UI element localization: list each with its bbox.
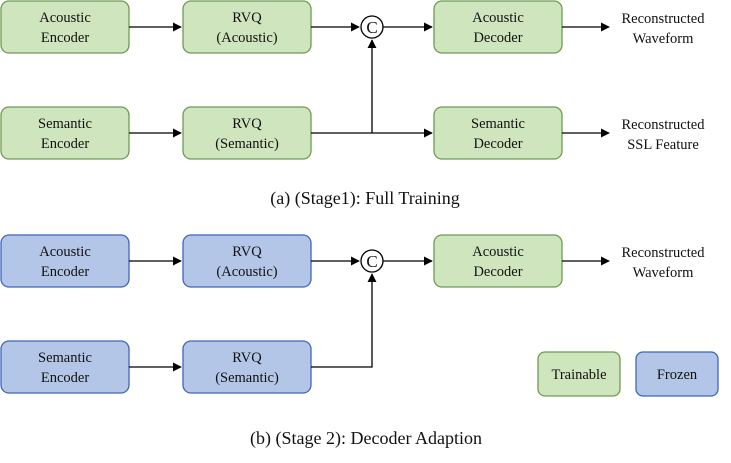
legend-frozen-label: Frozen (657, 367, 698, 383)
stage2-caption: (b) (Stage 2): Decoder Adaption (250, 428, 482, 449)
stage1-concat-symbol: C (366, 18, 377, 37)
stage2-rvq-acoustic-label-1: RVQ (232, 244, 262, 260)
stage2-semantic-encoder-label-2: Encoder (41, 370, 89, 386)
stage2-rvq-semantic-label-2: (Semantic) (215, 370, 279, 386)
stage1-acoustic-encoder-box: Acoustic Encoder (0, 0, 130, 54)
legend-trainable-label: Trainable (551, 367, 606, 383)
stage2-acoustic-decoder-label-1: Acoustic (472, 244, 524, 260)
stage1-output-ssl-label-1: Reconstructed (622, 117, 706, 133)
stage1-semantic-decoder-box: Semantic Decoder (433, 106, 563, 160)
stage2-output-waveform-label-1: Reconstructed (622, 245, 706, 261)
stage1-semantic-encoder-label-1: Semantic (38, 116, 92, 132)
stage2-acoustic-decoder-label-2: Decoder (473, 264, 522, 280)
stage2-rvq-semantic-box: RVQ (Semantic) (182, 340, 312, 394)
stage1-semantic-encoder-box: Semantic Encoder (0, 106, 130, 160)
stage1-rvq-semantic-label-1: RVQ (232, 116, 262, 132)
stage1-group: Acoustic Encoder RVQ (Acoustic) Acoustic… (0, 0, 706, 209)
stage2-acoustic-encoder-box: Acoustic Encoder (0, 234, 130, 288)
stage2-rvq-acoustic-box: RVQ (Acoustic) (182, 234, 312, 288)
stage1-acoustic-decoder-label-2: Decoder (473, 30, 522, 46)
stage2-acoustic-decoder-box: Acoustic Decoder (433, 234, 563, 288)
stage1-semantic-decoder-label-2: Decoder (473, 136, 522, 152)
stage2-arrow-rvq-sem-to-concat (311, 273, 377, 368)
stage1-acoustic-decoder-label-1: Acoustic (472, 10, 524, 26)
stage2-acoustic-encoder-label-1: Acoustic (39, 244, 91, 260)
legend-trainable: Trainable (537, 351, 621, 397)
stage2-semantic-encoder-box: Semantic Encoder (0, 340, 130, 394)
stage1-acoustic-encoder-label-2: Encoder (41, 30, 89, 46)
stage2-semantic-encoder-label-1: Semantic (38, 350, 92, 366)
stage1-semantic-encoder-label-2: Encoder (41, 136, 89, 152)
stage1-rvq-acoustic-box: RVQ (Acoustic) (182, 0, 312, 54)
stage2-concat-node: C (360, 249, 384, 273)
stage2-output-waveform-label-2: Waveform (633, 265, 695, 281)
stage1-output-ssl-label-2: SSL Feature (627, 137, 699, 153)
stage1-acoustic-decoder-box: Acoustic Decoder (433, 0, 563, 54)
stage2-rvq-semantic-label-1: RVQ (232, 350, 262, 366)
stage1-rvq-semantic-box: RVQ (Semantic) (182, 106, 312, 160)
stage1-output-waveform-label-2: Waveform (633, 31, 695, 47)
stage2-group: Acoustic Encoder RVQ (Acoustic) Acoustic… (0, 234, 719, 449)
stage1-semantic-decoder-label-1: Semantic (471, 116, 525, 132)
stage2-concat-symbol: C (366, 252, 377, 271)
stage1-output-waveform-label-1: Reconstructed (622, 11, 706, 27)
stage2-rvq-acoustic-label-2: (Acoustic) (216, 264, 277, 280)
stage1-rvq-acoustic-label-1: RVQ (232, 10, 262, 26)
legend-frozen: Frozen (635, 351, 719, 397)
stage1-caption: (a) (Stage1): Full Training (270, 188, 460, 209)
stage1-rvq-semantic-label-2: (Semantic) (215, 136, 279, 152)
stage1-acoustic-encoder-label-1: Acoustic (39, 10, 91, 26)
stage1-concat-node: C (360, 15, 384, 39)
stage2-acoustic-encoder-label-2: Encoder (41, 264, 89, 280)
stage1-rvq-acoustic-label-2: (Acoustic) (216, 30, 277, 46)
